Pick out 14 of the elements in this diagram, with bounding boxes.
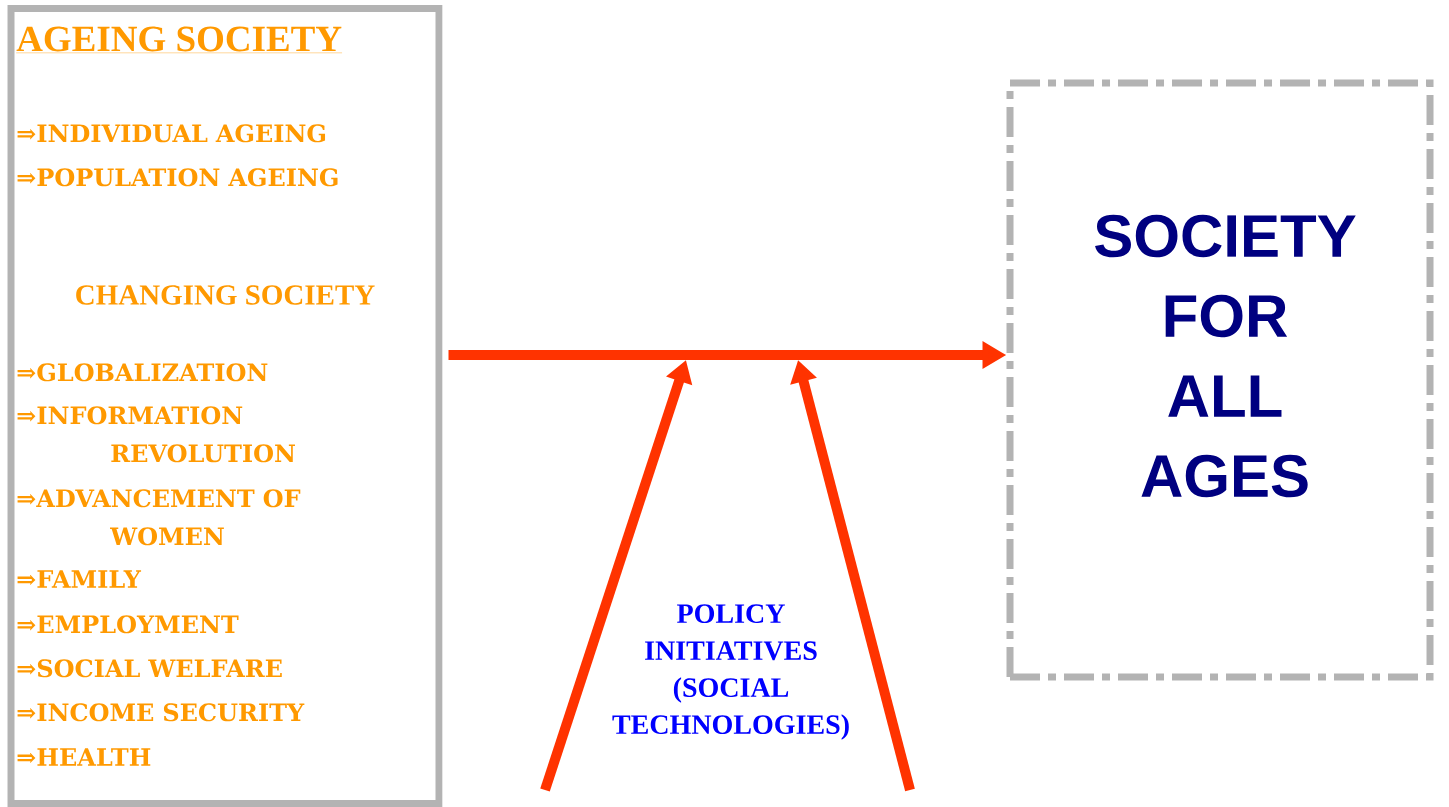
caption: POLICY INITIATIVES (SOCIAL TECHNOLOGIES) bbox=[612, 604, 849, 740]
list-item: ⇒INFORMATION REVOLUTION bbox=[17, 406, 295, 463]
subheading: CHANGING SOCIETY bbox=[76, 285, 375, 305]
list-item: ⇒EMPLOYMENT bbox=[17, 615, 239, 634]
list-item: ⇒ADVANCEMENT OF WOMEN bbox=[17, 489, 301, 546]
list-item: ⇒POPULATION AGEING bbox=[17, 168, 338, 187]
list-item: ⇒SOCIAL WELFARE bbox=[17, 659, 282, 678]
heading: AGEING SOCIETY bbox=[16, 26, 343, 54]
list-item: ⇒HEALTH bbox=[17, 748, 151, 766]
list-item: ⇒INCOME SECURITY bbox=[17, 703, 305, 722]
dashed-box: SOCIETY FOR ALL AGES bbox=[1006, 79, 1434, 681]
list-item: ⇒FAMILY bbox=[17, 570, 142, 588]
list-item: ⇒GLOBALIZATION bbox=[17, 363, 268, 382]
list-item: ⇒INDIVIDUAL AGEING bbox=[17, 124, 326, 143]
